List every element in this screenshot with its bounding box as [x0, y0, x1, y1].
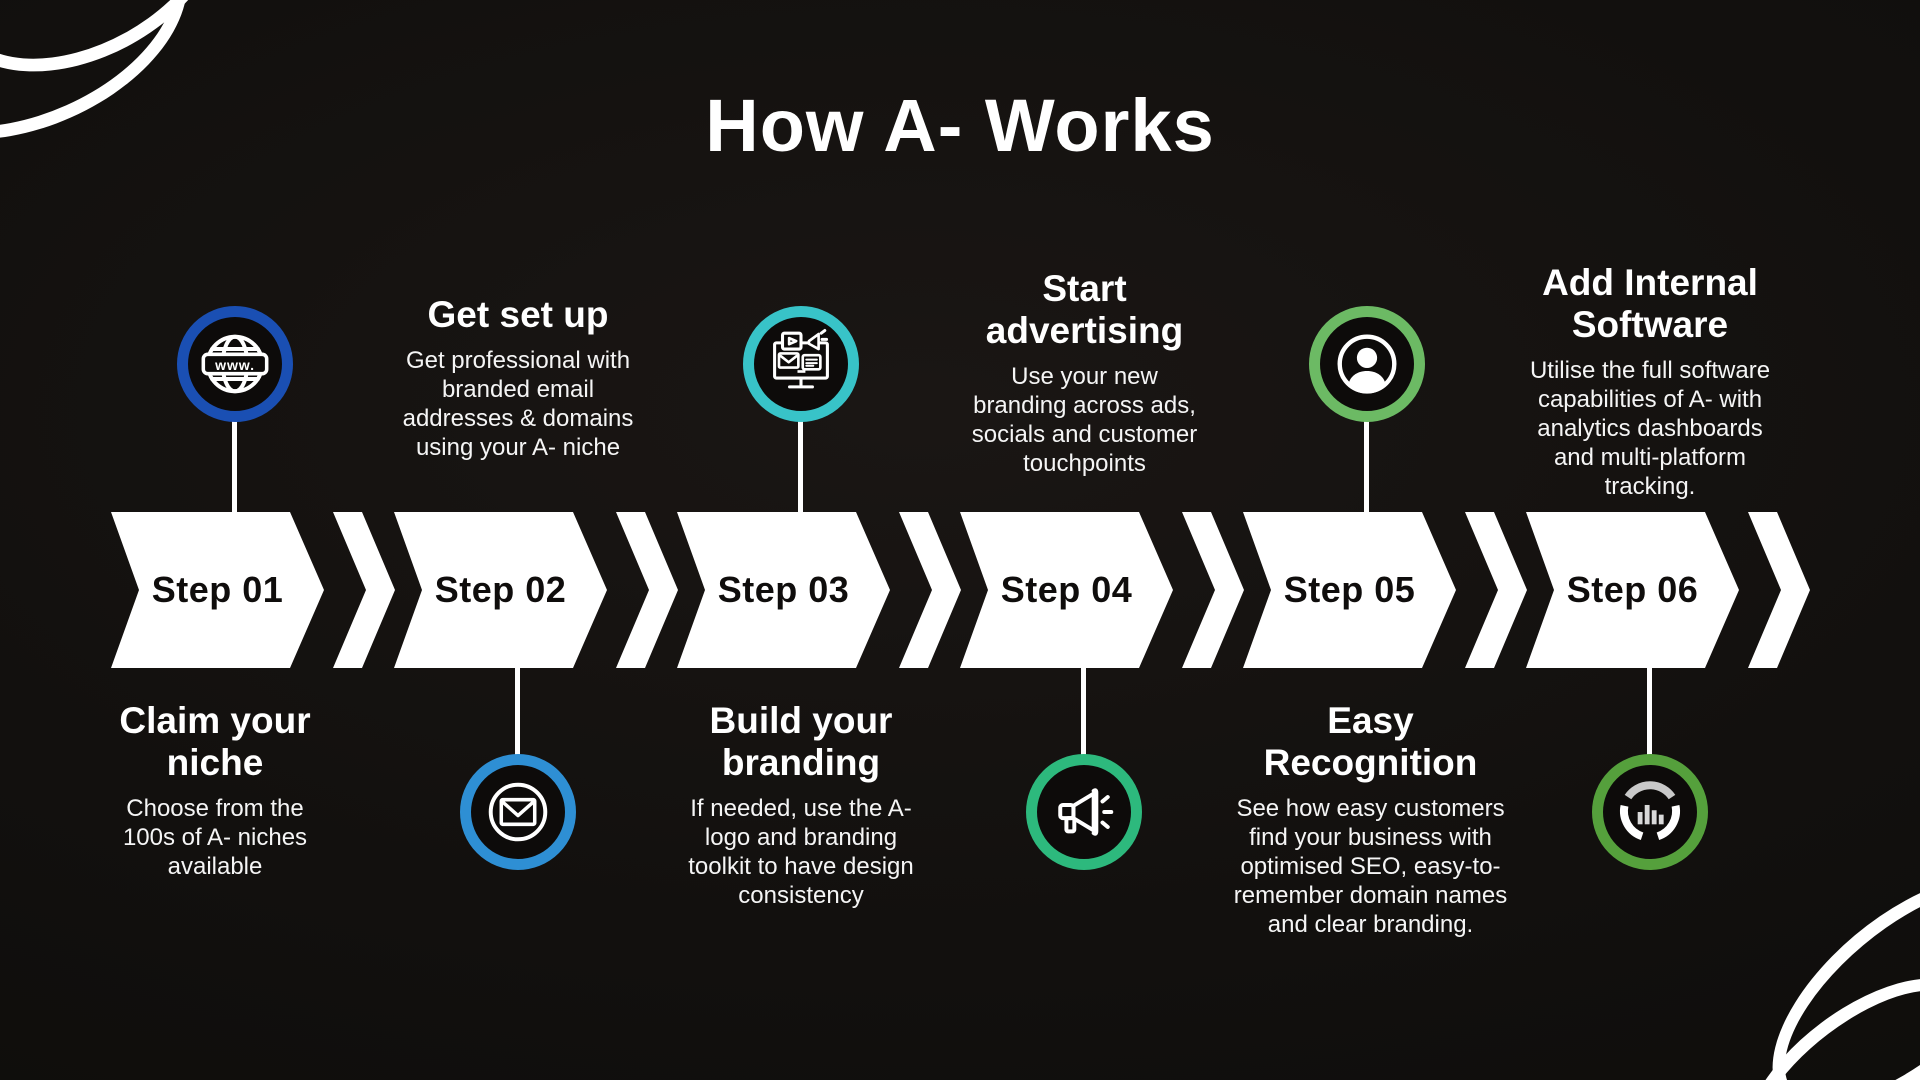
user-profile-icon: [1309, 306, 1425, 422]
page-title: How A- Works: [705, 84, 1215, 167]
chevron-separator-icon: [333, 512, 395, 668]
step-body: If needed, use the A- logo and branding …: [688, 795, 914, 909]
step-body: See how easy customers find your busines…: [1233, 795, 1508, 938]
connector-line: [515, 668, 520, 756]
chevron-separator-icon: [1748, 512, 1810, 668]
connector-line: [798, 420, 803, 512]
chevron-separator-icon: [616, 512, 678, 668]
step-heading: Add Internal Software: [1542, 262, 1758, 345]
connector-line: [1647, 668, 1652, 756]
step-heading: Claim your niche: [119, 700, 311, 783]
connector-line: [1364, 420, 1369, 512]
step-2-text: Get set up Get professional with branded…: [378, 294, 658, 462]
megaphone-icon: [1026, 754, 1142, 870]
step-label: Step 03: [717, 569, 850, 610]
connector-line: [232, 420, 237, 512]
email-icon: [460, 754, 576, 870]
chevron-separator-icon: [1465, 512, 1527, 668]
step-body: Use your new branding across ads, social…: [971, 363, 1198, 477]
step-heading: Get set up: [427, 294, 609, 335]
chevron-separator-icon: [1182, 512, 1244, 668]
step-label: Step 01: [151, 569, 284, 610]
step-3-text: Build your branding If needed, use the A…: [676, 700, 926, 910]
step-6-text: Add Internal Software Utilise the full s…: [1516, 262, 1784, 501]
analytics-chart-icon: [1592, 754, 1708, 870]
step-body: Utilise the full software capabilities o…: [1529, 357, 1771, 500]
step-chevron-4: Step 04: [960, 512, 1173, 668]
connector-line: [1081, 668, 1086, 756]
step-5-text: Easy Recognition See how easy customers …: [1228, 700, 1513, 939]
step-heading: Build your branding: [709, 700, 893, 783]
step-chevron-2: Step 02: [394, 512, 607, 668]
step-chevron-5: Step 05: [1243, 512, 1456, 668]
step-body: Choose from the 100s of A- niches availa…: [122, 795, 308, 880]
step-heading: Easy Recognition: [1263, 700, 1478, 783]
step-1-text: Claim your niche Choose from the 100s of…: [85, 700, 345, 881]
www-globe-icon: www.: [177, 306, 293, 422]
chevron-separator-icon: [899, 512, 961, 668]
step-label: Step 06: [1566, 569, 1699, 610]
step-label: Step 05: [1283, 569, 1416, 610]
marketing-monitor-icon: [743, 306, 859, 422]
step-label: Step 02: [434, 569, 567, 610]
step-chevron-6: Step 06: [1526, 512, 1739, 668]
step-chevron-1: Step 01: [111, 512, 324, 668]
step-4-text: Start advertising Use your new branding …: [962, 268, 1207, 478]
step-label: Step 04: [1000, 569, 1133, 610]
step-body: Get professional with branded email addr…: [402, 347, 634, 461]
step-chevron-3: Step 03: [677, 512, 890, 668]
svg-text:www.: www.: [214, 357, 255, 373]
step-heading: Start advertising: [985, 268, 1184, 351]
